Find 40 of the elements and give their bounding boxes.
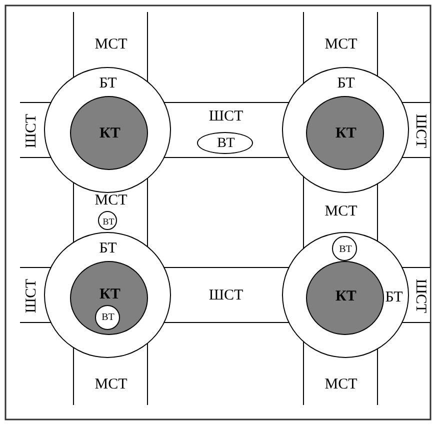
zone-label: МСТ bbox=[94, 378, 128, 392]
street-band bbox=[409, 267, 430, 323]
zone-label: БТ bbox=[99, 76, 117, 92]
zone-label: ВТ bbox=[339, 244, 352, 254]
zone-label: ВТ bbox=[217, 137, 235, 151]
street-band bbox=[171, 102, 282, 158]
zone-label: МСТ bbox=[324, 38, 358, 52]
zone-label: ВТ bbox=[102, 217, 114, 226]
small-circle bbox=[94, 304, 120, 330]
small-circle bbox=[98, 211, 117, 230]
street-band bbox=[303, 358, 378, 405]
zone-label: ШСТ bbox=[208, 110, 244, 124]
small-ellipse bbox=[197, 132, 253, 154]
zone-label: ШСТ bbox=[24, 114, 40, 148]
zone-label: ВТ bbox=[102, 313, 114, 323]
street-band bbox=[20, 102, 44, 158]
zone-label: КТ bbox=[336, 126, 356, 142]
small-circle bbox=[332, 236, 357, 261]
zone-label: БТ bbox=[337, 76, 355, 92]
zone-label: КТ bbox=[100, 126, 120, 142]
street-band bbox=[73, 358, 148, 405]
zone-label: БТ bbox=[385, 290, 403, 306]
zone-label: ШСТ bbox=[412, 114, 428, 148]
street-band bbox=[73, 193, 148, 232]
street-band bbox=[20, 267, 44, 323]
zone-label: ШСТ bbox=[208, 288, 244, 304]
zone-label: МСТ bbox=[324, 378, 358, 392]
zone-label: КТ bbox=[100, 288, 120, 302]
street-band bbox=[73, 12, 148, 67]
zone-label: БТ bbox=[99, 242, 117, 256]
street-band bbox=[171, 267, 282, 323]
zone-label: ШСТ bbox=[412, 278, 428, 314]
zone-label: МСТ bbox=[324, 204, 358, 220]
street-band bbox=[303, 193, 378, 232]
zone-label: ШСТ bbox=[24, 278, 40, 314]
street-band bbox=[303, 12, 378, 67]
zone-label: МСТ bbox=[94, 38, 128, 52]
zone-label: КТ bbox=[336, 290, 356, 304]
zone-label: МСТ bbox=[94, 194, 128, 208]
street-band bbox=[409, 102, 430, 158]
